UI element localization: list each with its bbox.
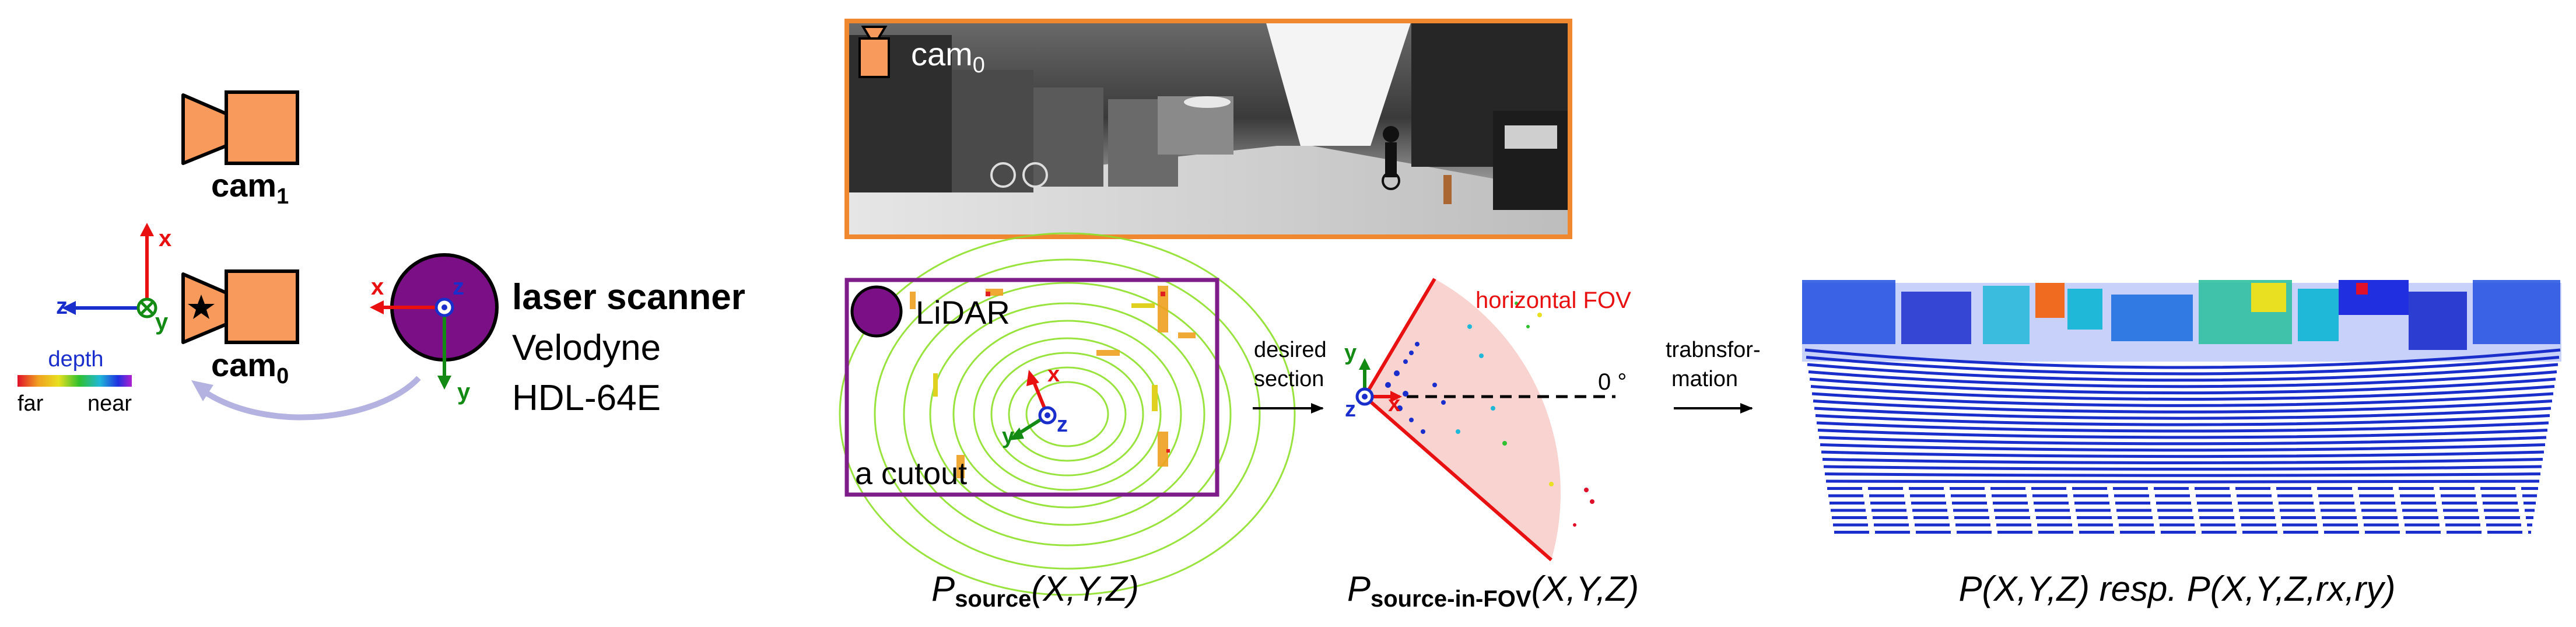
cam-axis-y-label: y [155,309,169,335]
scan-line [1809,377,2556,395]
cam1-subscript: 1 [276,184,289,209]
depth-near-label: near [87,391,132,416]
fov-angle-label: 0 ° [1598,369,1627,395]
scan-line [1822,458,2543,464]
scanner-axis-y-label: y [457,379,471,405]
cam0-label: cam [211,346,276,383]
depth-colorbar [17,375,132,387]
caption-fov-args: (X,Y,Z) [1531,569,1639,608]
cam0-icon [181,269,299,344]
scan-line [1804,348,2561,369]
scan-line [1814,407,2552,420]
star-icon [188,295,215,319]
cam0-subscript: 0 [276,364,289,388]
lidar-cutout-panel [839,232,1296,596]
scan-line [1816,421,2549,433]
fov-axis-z-label: z [1345,397,1356,422]
scan-line [1821,450,2545,458]
step2-label-line2: mation [1671,367,1738,391]
scan-line [1810,385,2555,401]
step2-label-line1: trabnsfor- [1666,338,1761,362]
step1-label-line2: section [1254,367,1324,391]
depth-far-label: far [17,391,44,416]
caption-fov-subscript: source-in-FOV [1371,586,1531,612]
lidar-panel-frame [844,278,1219,497]
scan-line [1811,392,2554,407]
caption-fov: Psource-in-FOV(X,Y,Z) [1347,569,1639,612]
caption-fov-symbol: P [1347,569,1371,608]
caption-source: Psource(X,Y,Z) [931,569,1139,612]
caption-result: P(X,Y,Z) resp. P(X,Y,Z,rx,ry) [1958,569,2395,608]
scan-line [1815,414,2550,426]
photo-frame [844,19,1572,239]
cam1-icon [181,90,299,165]
scan-line [1807,363,2559,382]
scan-line [1806,356,2560,376]
caption-source-subscript: source [955,586,1031,612]
scan-line [1823,465,2542,471]
caption-source-symbol: P [931,569,955,608]
scanner-axis-z-label: z [453,274,464,300]
scan-line [1820,443,2546,452]
fov-axis-y-label: y [1344,341,1357,365]
photo-cam-label: cam [911,36,973,72]
camera-axes [62,223,157,318]
calibration-curve-arrow [201,376,421,421]
svg-text:cam1: cam1 [211,167,289,209]
scan-line [1818,436,2547,446]
svg-text:cam0: cam0 [911,36,985,78]
scanner-title: laser scanner [512,277,745,317]
calibration-arrowhead [191,380,213,401]
step1-label-line1: desired [1254,338,1327,362]
cam-axis-x-label: x [159,226,171,251]
photo-camera-icon [858,26,890,78]
scanner-model-line1: Velodyne [512,328,661,368]
fov-title: horizontal FOV [1475,288,1631,313]
fov-axis-x-label: x [1388,392,1400,416]
scanner-axis-x-label: x [371,274,384,300]
cam-axis-z-label: z [56,293,68,319]
lidar-axis-x-label: x [1047,362,1060,387]
photo-cam-subscript: 0 [973,53,985,78]
lidar-axis-y-label: y [1002,424,1014,449]
lidar-panel-caption: a cutout [855,456,967,491]
lidar-badge-icon [850,285,903,338]
fov-panel [1355,278,1615,562]
lidar-axis-z-label: z [1057,412,1068,437]
cam1-label: cam [211,167,276,204]
cam0-photo [847,21,1570,237]
scan-line [1813,400,2553,414]
lidar-panel-axes [1009,370,1057,440]
svg-text:cam0: cam0 [211,346,289,388]
lidar-badge-label: LiDAR [916,294,1010,331]
projected-point-cloud [1802,280,2561,534]
scanner-axes [370,297,454,390]
scan-line [1808,370,2557,388]
scan-line [1824,472,2541,477]
scan-line [1825,479,2540,484]
caption-source-args: (X,Y,Z) [1031,569,1138,608]
scan-line [1817,429,2548,439]
depth-label: depth [48,347,103,372]
scanner-model-line2: HDL-64E [512,378,661,418]
